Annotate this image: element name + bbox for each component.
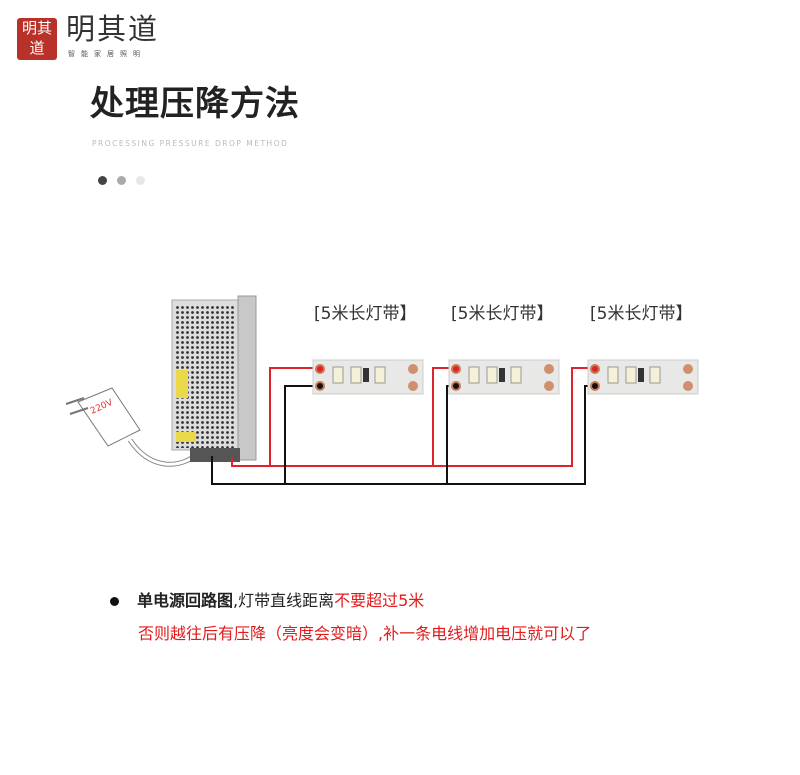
note-normal: ,灯带直线距离 [233,591,335,610]
led-strip-1 [312,359,424,395]
bullet-icon [110,597,119,606]
strip-label-3: [5米长灯带】 [590,304,693,324]
note-bold: 单电源回路图 [137,591,234,610]
power-plug-icon: 220V [65,387,202,467]
power-supply-icon [171,295,257,462]
strip-label-1: [5米长灯带】 [314,304,417,324]
led-strip-3 [587,359,699,395]
brand-tagline: 智能家居照明 [68,50,146,58]
pagination-dot-3[interactable] [136,176,145,185]
note-line-2: 否则越往后有压降（亮度会变暗）,补一条电线增加电压就可以了 [138,624,592,643]
note-warning: 不要超过5米 [334,591,425,610]
pagination-dot-2[interactable] [117,176,126,185]
page-subtitle: PROCESSING PRESSURE DROP METHOD [92,139,289,148]
brand-seal-logo: 明其道 [17,18,57,60]
note-line-1: 单电源回路图,灯带直线距离不要超过5米 [110,591,424,611]
brand-name: 明其道 [66,12,160,46]
positive-wire [231,367,590,467]
led-strip-2 [448,359,560,395]
pagination-dot-1[interactable] [98,176,107,185]
strip-label-2: [5米长灯带】 [451,304,554,324]
negative-wire [211,385,590,485]
page-title: 处理压降方法 [90,84,300,124]
